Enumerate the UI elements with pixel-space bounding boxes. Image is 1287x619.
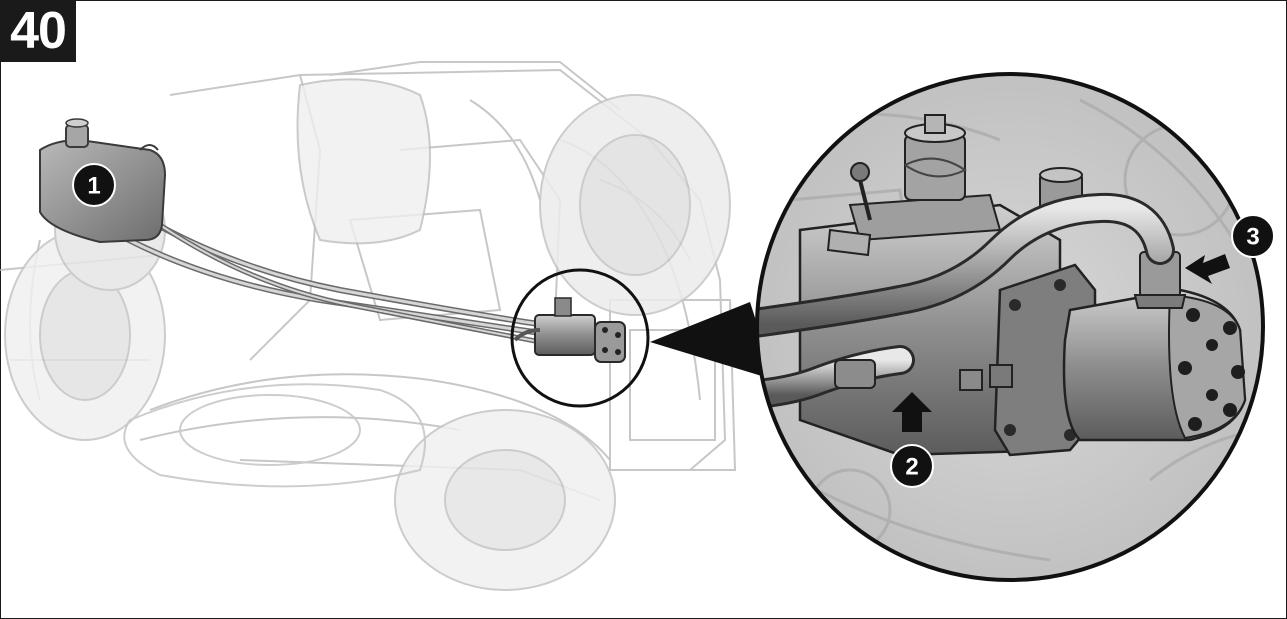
mower-deck-ghost — [124, 384, 425, 486]
figure-number: 40 — [0, 0, 76, 62]
callout-1-label: 1 — [87, 173, 100, 200]
callout-3: 3 — [1232, 215, 1274, 257]
callout-3-label: 3 — [1246, 224, 1259, 251]
callout-2-label: 2 — [905, 454, 918, 481]
callout-1: 1 — [73, 164, 115, 206]
seat-ghost — [298, 79, 431, 243]
callout-2: 2 — [891, 445, 933, 487]
